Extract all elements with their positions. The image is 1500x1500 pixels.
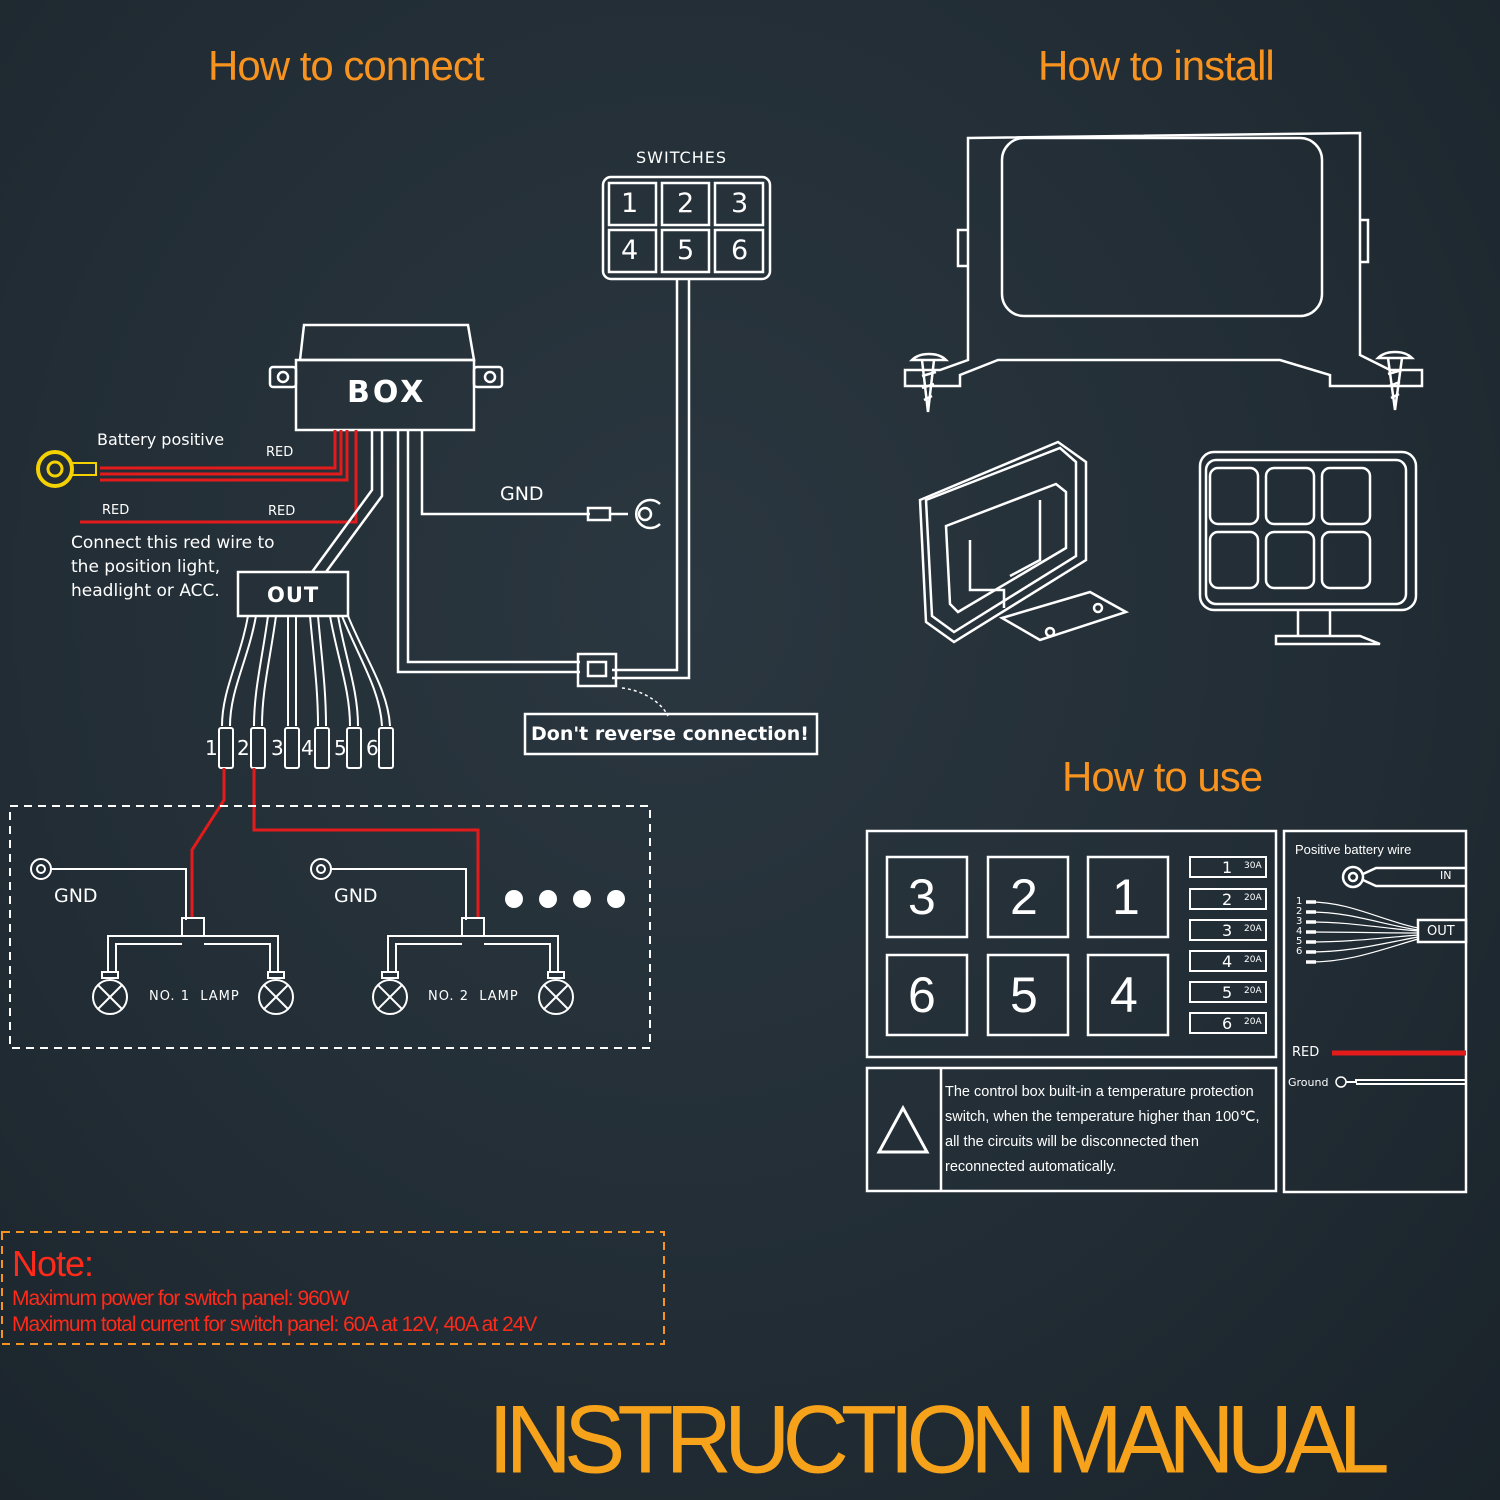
ground-label: Ground <box>1288 1076 1329 1089</box>
wire-number: 3 <box>1296 916 1303 927</box>
more-lamps-dots <box>505 890 625 908</box>
fuse-number: 6 <box>1222 1014 1233 1033</box>
mounting-bracket-icon <box>903 131 1424 413</box>
lamp-gnd-label: GND <box>54 885 98 907</box>
panel-button-number: 4 <box>1110 967 1138 1023</box>
lamp-feed-wires <box>190 768 480 918</box>
use-panel-frame <box>865 829 1278 1059</box>
fuse-rating: 20A <box>1244 924 1262 934</box>
lamp-gnd-label: GND <box>334 885 378 907</box>
panel-button-number: 2 <box>1010 869 1038 925</box>
fuse-rating: 30A <box>1244 861 1262 871</box>
out-label-use: OUT <box>1427 924 1455 939</box>
switch-number: 1 <box>621 188 639 219</box>
warning-panel <box>865 1066 1278 1193</box>
output-wires <box>221 615 391 727</box>
instruction-manual-title: INSTRUCTION MANUAL <box>488 1386 1390 1494</box>
switch-number: 2 <box>677 188 695 219</box>
red-wire-label: RED <box>268 504 296 519</box>
panel-button-number: 5 <box>1010 967 1038 1023</box>
output-connectors <box>218 727 394 769</box>
heading-how-to-use: How to use <box>1062 753 1263 800</box>
connector-number: 1 <box>205 736 218 760</box>
fuse-rating: 20A <box>1244 955 1262 965</box>
battery-positive-wires <box>80 430 358 524</box>
heading-how-to-install: How to install <box>1038 42 1275 89</box>
wire-number: 4 <box>1296 926 1303 937</box>
switch-number: 4 <box>621 235 639 266</box>
temperature-warning-text: The control box built-in a temperature p… <box>945 1084 1260 1175</box>
red-wire-label: RED <box>266 445 294 460</box>
gnd-wire <box>420 430 661 530</box>
dont-reverse-label: Don't reverse connection! <box>531 723 809 745</box>
fuse-number: 5 <box>1222 983 1233 1002</box>
wire-number: 1 <box>1296 896 1303 907</box>
panel-back-view-icon <box>918 440 1130 644</box>
out-label: OUT <box>267 583 320 607</box>
switch-number: 3 <box>731 188 749 219</box>
out-connector-icon <box>236 570 350 618</box>
fuse-number: 1 <box>1222 858 1233 877</box>
fuse-number: 4 <box>1222 952 1233 971</box>
switch-number: 6 <box>731 235 749 266</box>
note-line: Maximum total current for switch panel: … <box>12 1313 537 1336</box>
out-cable <box>310 430 384 573</box>
note-line: Maximum power for switch panel: 960W <box>12 1287 349 1310</box>
note-title: Note: <box>12 1243 94 1284</box>
wire-number: 6 <box>1296 946 1303 957</box>
in-label: IN <box>1440 869 1452 882</box>
dont-reverse-box <box>523 712 819 756</box>
wire-number: 2 <box>1296 906 1303 917</box>
lamp-1-label: NO. 1 LAMP <box>149 989 240 1004</box>
switch-number: 5 <box>677 235 695 266</box>
wire-number: 5 <box>1296 936 1303 947</box>
lamp-2-label: NO. 2 LAMP <box>428 989 519 1004</box>
fuse-rating: 20A <box>1244 986 1262 996</box>
connector-number: 3 <box>271 736 284 760</box>
connector-number: 4 <box>301 736 314 760</box>
lamp-area <box>9 805 651 1049</box>
connector-number: 5 <box>334 736 347 760</box>
red-wire-label: RED <box>102 503 130 518</box>
fuse-rating: 20A <box>1244 893 1262 903</box>
positive-battery-wire-label: Positive battery wire <box>1295 842 1412 857</box>
red-wire-note: headlight or ACC. <box>71 581 220 601</box>
control-box-icon <box>268 323 504 432</box>
connector-number: 6 <box>366 736 379 760</box>
panel-front-view-icon <box>1198 450 1418 646</box>
ring-terminal-icon <box>36 450 97 488</box>
red-label-use: RED <box>1292 1045 1320 1060</box>
note-box <box>1 1231 665 1345</box>
fuse-number: 3 <box>1222 921 1233 940</box>
fuse-rating: 20A <box>1244 1017 1262 1027</box>
red-wire-note: the position light, <box>71 557 221 577</box>
heading-how-to-connect: How to connect <box>208 42 484 89</box>
fuse-number: 2 <box>1222 890 1233 909</box>
panel-button-number: 3 <box>908 869 936 925</box>
connector-number: 2 <box>237 736 250 760</box>
box-label: BOX <box>347 375 427 410</box>
lamp-group-1 <box>30 858 294 1015</box>
gnd-label: GND <box>500 483 544 505</box>
fuse-slots <box>1189 856 1267 1034</box>
panel-button-number: 6 <box>908 967 936 1023</box>
lamp-group-2 <box>310 858 574 1015</box>
battery-positive-label: Battery positive <box>97 430 225 449</box>
switch-panel-icon <box>601 175 772 281</box>
switches-label: SWITCHES <box>636 148 727 167</box>
wiring-panel <box>1282 829 1468 1194</box>
switch-cable <box>396 279 691 717</box>
panel-button-number: 1 <box>1112 869 1140 925</box>
red-wire-note: Connect this red wire to <box>71 533 275 553</box>
